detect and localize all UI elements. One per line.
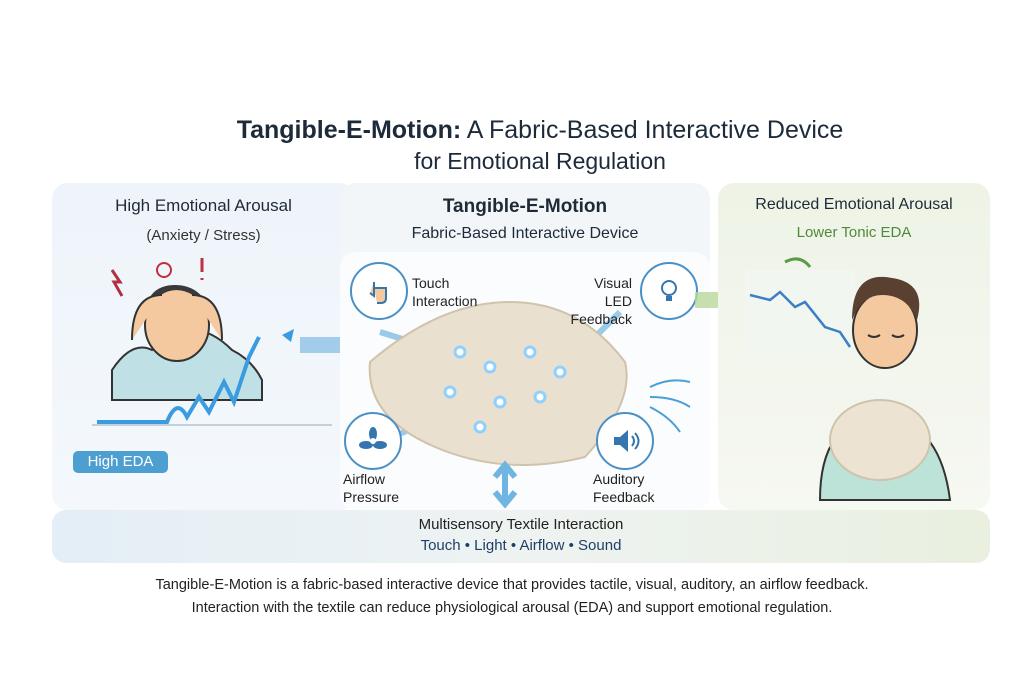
high-eda-badge: High EDA [73,451,168,473]
multisensory-band: Multisensory Textile Interaction Touch •… [52,510,990,563]
auditory-feature-icon [596,412,654,470]
device-subheading: Fabric-Based Interactive Device [411,225,639,242]
page-title: Tangible-E-Motion: A Fabric-Based Intera… [236,116,844,144]
airflow-lines [649,379,691,433]
eda-rising-line [97,336,261,424]
lightbulb-icon [661,280,677,301]
fabric-pillow [829,399,931,481]
fan-icon [359,427,387,449]
right-heading: Reduced Emotional Arousal [755,196,953,213]
bidirectional-arrow-icon [492,460,518,509]
left-heading: High Emotional Arousal [115,196,292,215]
fabric-device-illustration [368,300,691,509]
curved-arrow-icon [784,257,812,268]
relaxed-person-illustration [745,257,952,501]
band-title: Multisensory Textile Interaction [418,516,624,533]
device-heading: Tangible-E-Motion [442,196,608,217]
eda-falling-line [749,290,852,348]
left-subheading: (Anxiety / Stress) [146,227,261,244]
touch-feature-icon [350,262,408,320]
touch-hand-icon [369,282,387,304]
arrow-up-icon [282,329,294,342]
band-modalities: Touch • Light • Airflow • Sound [420,537,622,554]
caption-line-2: Interaction with the textile can reduce … [191,600,833,616]
caption-line-1: Tangible-E-Motion is a fabric-based inte… [155,577,869,593]
airflow-feature-icon [344,412,402,470]
stress-lightning-icon [110,269,124,297]
right-subheading: Lower Tonic EDA [796,224,912,241]
speaker-icon [614,430,640,452]
spiral-icon [156,262,172,278]
page-subtitle: for Emotional Regulation [414,148,666,174]
visual-feature-icon [640,262,698,320]
stressed-person-illustration [92,258,332,426]
